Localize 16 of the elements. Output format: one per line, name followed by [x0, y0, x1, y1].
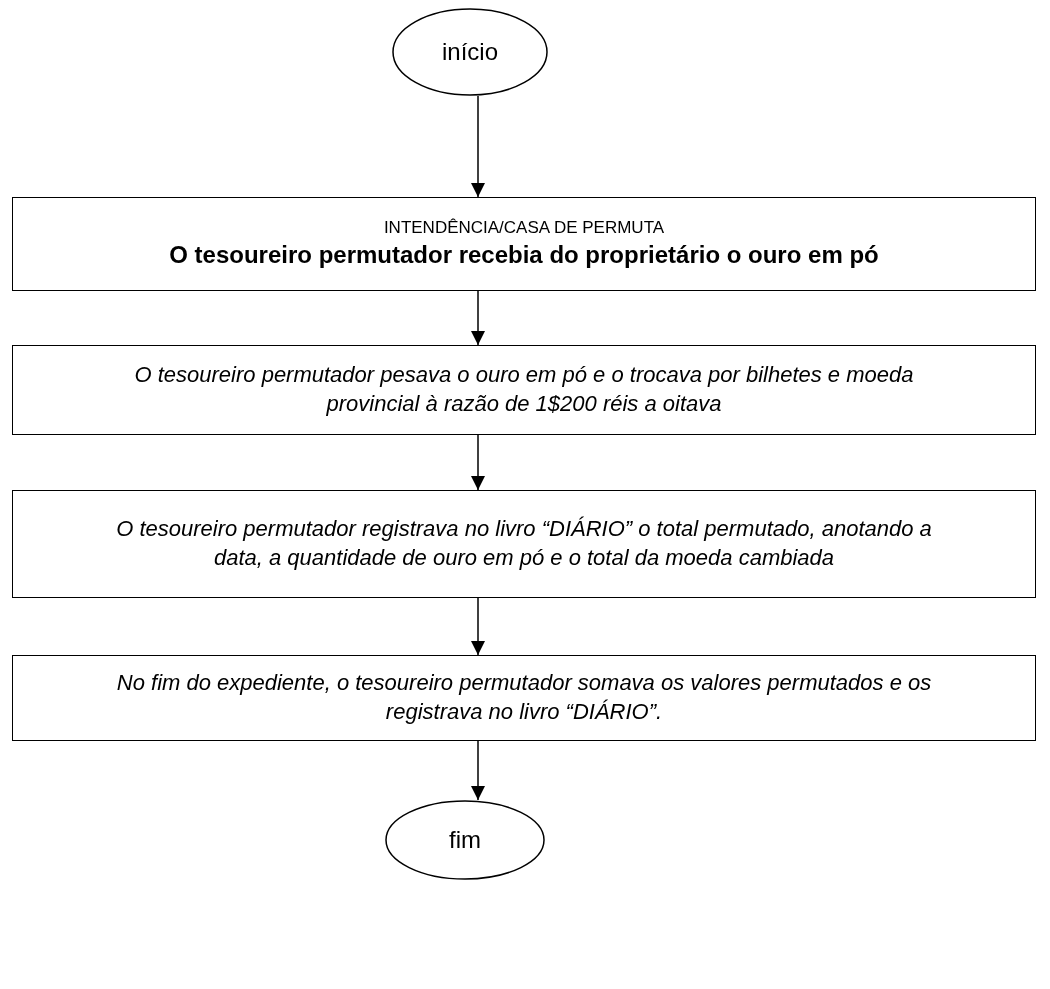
process-box	[12, 490, 1036, 598]
process-text: No fim do expediente, o tesoureiro permutador somava os valores permutados e os registrava no livro “DIÁRIO”.	[115, 669, 933, 726]
process-text: O tesoureiro permutador recebia do proprietário o ouro em pó	[169, 240, 879, 271]
arrow	[471, 95, 485, 198]
process-box	[12, 655, 1036, 741]
terminal-label: início	[442, 37, 498, 68]
arrow	[471, 740, 485, 801]
process-text: O tesoureiro permutador pesava o ouro em pó e o trocava por bilhetes e moeda provincial à razão de 1$200 réis a oitava	[133, 361, 915, 418]
process-text: O tesoureiro permutador registrava no livro “DIÁRIO” o total permutado, anotando a data, a quantidade de ouro em pó e o total da moeda cambiada	[115, 515, 933, 572]
terminal-label: fim	[449, 825, 481, 856]
box-heading: INTENDÊNCIA/CASA DE PERMUTA	[383, 217, 665, 240]
arrow	[471, 290, 485, 346]
arrow	[471, 434, 485, 491]
process-box	[12, 197, 1036, 291]
process-box	[12, 345, 1036, 435]
arrow	[471, 597, 485, 656]
